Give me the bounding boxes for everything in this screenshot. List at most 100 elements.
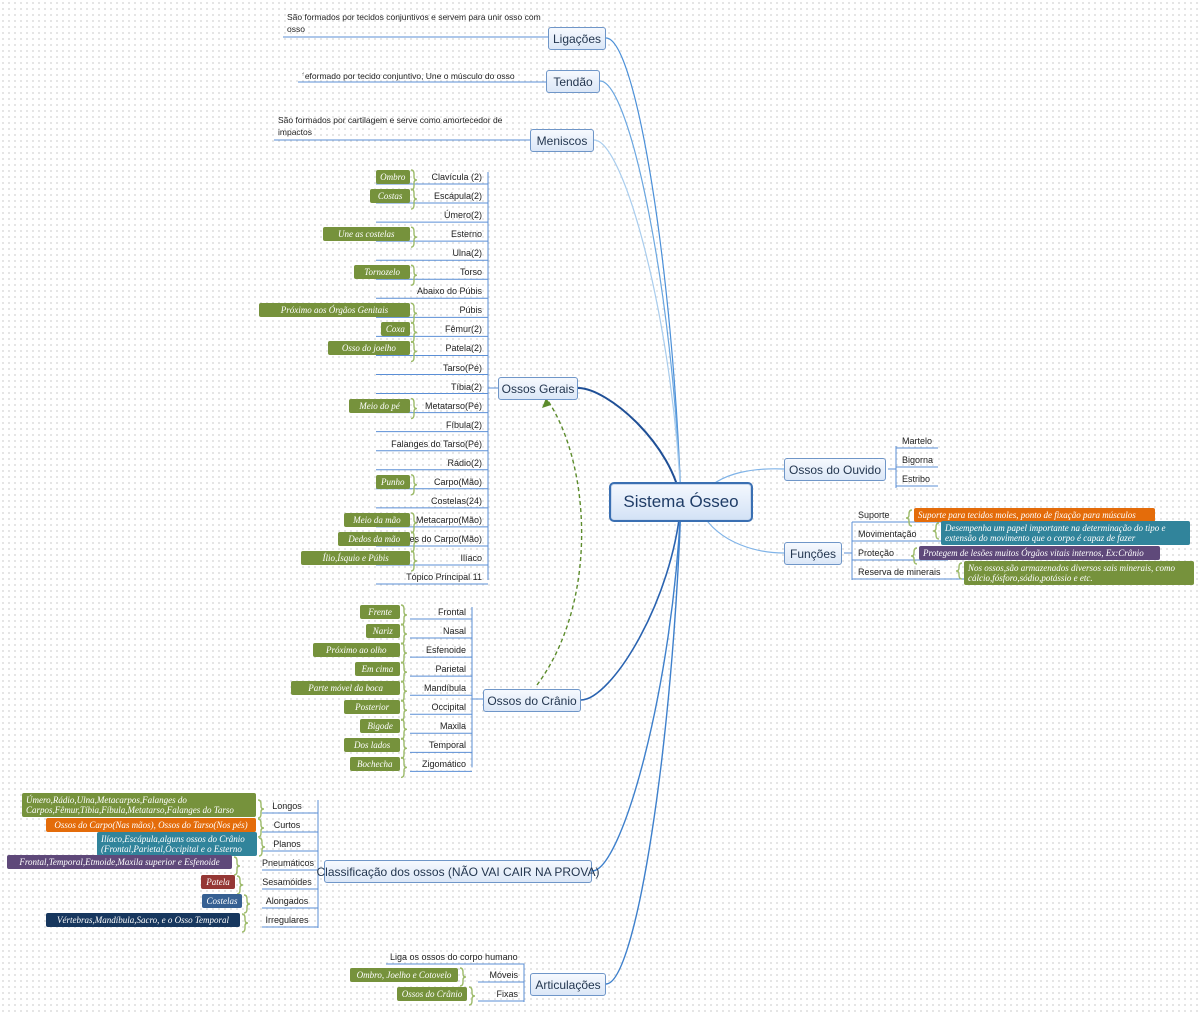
note-tendao: ´eformado por tecido conjuntivo, Une o m…: [302, 71, 515, 81]
item-falanges-do-carpo-mao[interactable]: Falanges do Carpo(Mão): [381, 533, 482, 544]
item-zigomatico[interactable]: Zigomático: [421, 759, 466, 770]
item-estribo[interactable]: Estribo: [902, 474, 931, 484]
tag-em-cima: Em cima: [354, 662, 400, 677]
item-parietal[interactable]: Parietal: [435, 664, 466, 675]
item-irregulares[interactable]: Irregulares: [265, 915, 309, 925]
item-bigorna[interactable]: Bigorna: [902, 455, 934, 465]
item-torso[interactable]: Torso: [459, 267, 482, 278]
central-topic[interactable]: Sistema Ósseo: [609, 482, 753, 522]
connector: [410, 340, 418, 363]
item-frontal[interactable]: Frontal: [437, 607, 466, 617]
connector: [905, 509, 913, 527]
topic-tendao[interactable]: Tendão: [546, 70, 600, 93]
item-fibula-2[interactable]: Fíbula(2): [445, 419, 482, 430]
topic-classificacao[interactable]: Classificação dos ossos (NÃO VAI CAIR NA…: [317, 860, 600, 883]
tag-meio-da-mao: Meio da mão: [343, 512, 410, 527]
item-mandibula[interactable]: Mandíbula: [423, 683, 466, 694]
connector: [410, 512, 418, 534]
item-pubis[interactable]: Púbis: [459, 305, 482, 316]
item-occipital[interactable]: Occipital: [431, 702, 466, 713]
item-umero-2[interactable]: Úmero(2): [443, 210, 482, 221]
item-tarso-pe[interactable]: Tarso(Pé): [442, 362, 482, 373]
connector: [241, 913, 249, 933]
item-iliaco[interactable]: Ilíaco: [460, 553, 482, 563]
tag-dos-lados: Dos lados: [344, 738, 400, 753]
tag-iliaco-escapula-alguns-ossos-d: Ilíaco,Escápula,alguns ossos do Crânio (…: [97, 832, 257, 856]
tag-une-as-costelas: Une as costelas: [322, 227, 410, 242]
tag-suporte-para-tecidos-moles-pon: Suporte para tecidos moles, ponto de fix…: [914, 508, 1155, 522]
topic-funcoes[interactable]: Funções: [784, 542, 842, 565]
item-clavicula-2[interactable]: Clavícula (2): [431, 172, 482, 182]
tag-ossos-do-carpo-nas-maos-ossos-: Ossos do Carpo(Nas mãos), Ossos do Tarso…: [46, 818, 256, 832]
connector: [410, 550, 418, 572]
tag-dedos-da-mao: Dedos da mão: [338, 531, 410, 546]
tag-protegem-de-lesoes-muitos-orga: Protegem de lesões muitos Órgãos vitais …: [919, 546, 1160, 560]
item-movimentacao[interactable]: Movimentação: [858, 529, 917, 539]
item-temporal[interactable]: Temporal: [428, 740, 466, 751]
item-escapula-2[interactable]: Escápula(2): [433, 191, 482, 202]
tag-desempenha-um-papel-importante: Desempenha um papel importante na determ…: [941, 521, 1190, 545]
item-longos[interactable]: Longos: [272, 801, 302, 811]
item-carpo-mao[interactable]: Carpo(Mão): [433, 476, 482, 487]
connector: [400, 756, 408, 779]
tag-nos-ossos-sao-armazenados-dive: Nos ossos,são armazenados diversos sais …: [964, 561, 1194, 585]
topic-meniscos[interactable]: Meniscos: [530, 129, 594, 152]
connector: [400, 642, 408, 664]
item-abaixo-do-pubis[interactable]: Abaixo do Púbis: [416, 286, 482, 297]
item-costelas-24[interactable]: Costelas(24): [430, 495, 482, 506]
tag-ilio-isquio-e-pubis: Ílio,Ísquio e Púbis: [301, 551, 410, 565]
connector: [459, 967, 467, 987]
item-esfenoide[interactable]: Esfenoide: [425, 645, 466, 656]
item-tibia-2[interactable]: Tíbia(2): [450, 381, 482, 392]
tag-bochecha: Bochecha: [349, 757, 400, 772]
connector: [910, 547, 918, 565]
item-protecao[interactable]: Proteção: [858, 548, 895, 558]
topic-ossos-do-ouvido[interactable]: Ossos do Ouvido: [784, 458, 886, 481]
note-meniscos: São formados por cartilagem e serve como…: [278, 115, 503, 137]
item-patela-2[interactable]: Patela(2): [445, 343, 482, 354]
item-falanges-do-tarso-pe[interactable]: Falanges do Tarso(Pé): [391, 438, 482, 449]
topic-ossos-cranio[interactable]: Ossos do Crânio: [483, 689, 581, 712]
connector: [410, 321, 418, 344]
tag-bigode: Bigode: [360, 719, 400, 734]
item-suporte[interactable]: Suporte: [858, 510, 890, 520]
item-femur-2[interactable]: Fêmur(2): [444, 324, 482, 335]
topic-ossos-gerais[interactable]: Ossos Gerais: [498, 377, 578, 400]
item-planos[interactable]: Planos: [273, 839, 301, 849]
item-nasal[interactable]: Nasal: [442, 626, 466, 637]
connector: [599, 80, 682, 503]
connector: [258, 837, 266, 857]
item-moveis[interactable]: Móveis: [489, 970, 518, 980]
item-metatarso-pe[interactable]: Metatarso(Pé): [424, 400, 482, 411]
item-ulna-2[interactable]: Ulna(2): [452, 248, 482, 259]
connector: [400, 680, 408, 702]
connector: [400, 661, 408, 683]
item-martelo[interactable]: Martelo: [902, 436, 933, 446]
item-fixas[interactable]: Fixas: [496, 989, 518, 999]
connector: [410, 474, 418, 496]
item-alongados[interactable]: Alongados: [265, 896, 309, 906]
item-sesamoides[interactable]: Sesamóides: [262, 877, 312, 887]
tag-ombro: Ombro: [375, 170, 410, 184]
item-topico-principal-11[interactable]: Tópico Principal 11: [406, 572, 482, 583]
item-esterno[interactable]: Esterno: [450, 229, 482, 240]
connector: [400, 699, 408, 721]
tag-parte-movel-da-boca: Parte móvel da boca: [291, 681, 400, 696]
tag-posterior: Posterior: [344, 700, 400, 715]
tag-costelas: Costelas: [202, 894, 242, 908]
item-pneumaticos[interactable]: Pneumáticos: [262, 858, 315, 868]
connector: [257, 799, 265, 819]
connector: [410, 302, 418, 325]
connector: [236, 875, 244, 895]
item-metacarpo-mao[interactable]: Metacarpo(Mão): [415, 514, 482, 525]
topic-articulacoes[interactable]: Articulações: [530, 973, 606, 996]
item-radio-2[interactable]: Rádio(2): [447, 457, 482, 468]
connector: [233, 856, 241, 876]
item-reserva-de-minerais[interactable]: Reserva de minerais: [858, 567, 941, 577]
item-curtos[interactable]: Curtos: [273, 820, 301, 830]
topic-ligacoes[interactable]: Ligações: [548, 27, 606, 50]
connector: [243, 894, 251, 914]
item-maxila[interactable]: Maxila: [439, 721, 466, 732]
connector: [932, 522, 940, 540]
